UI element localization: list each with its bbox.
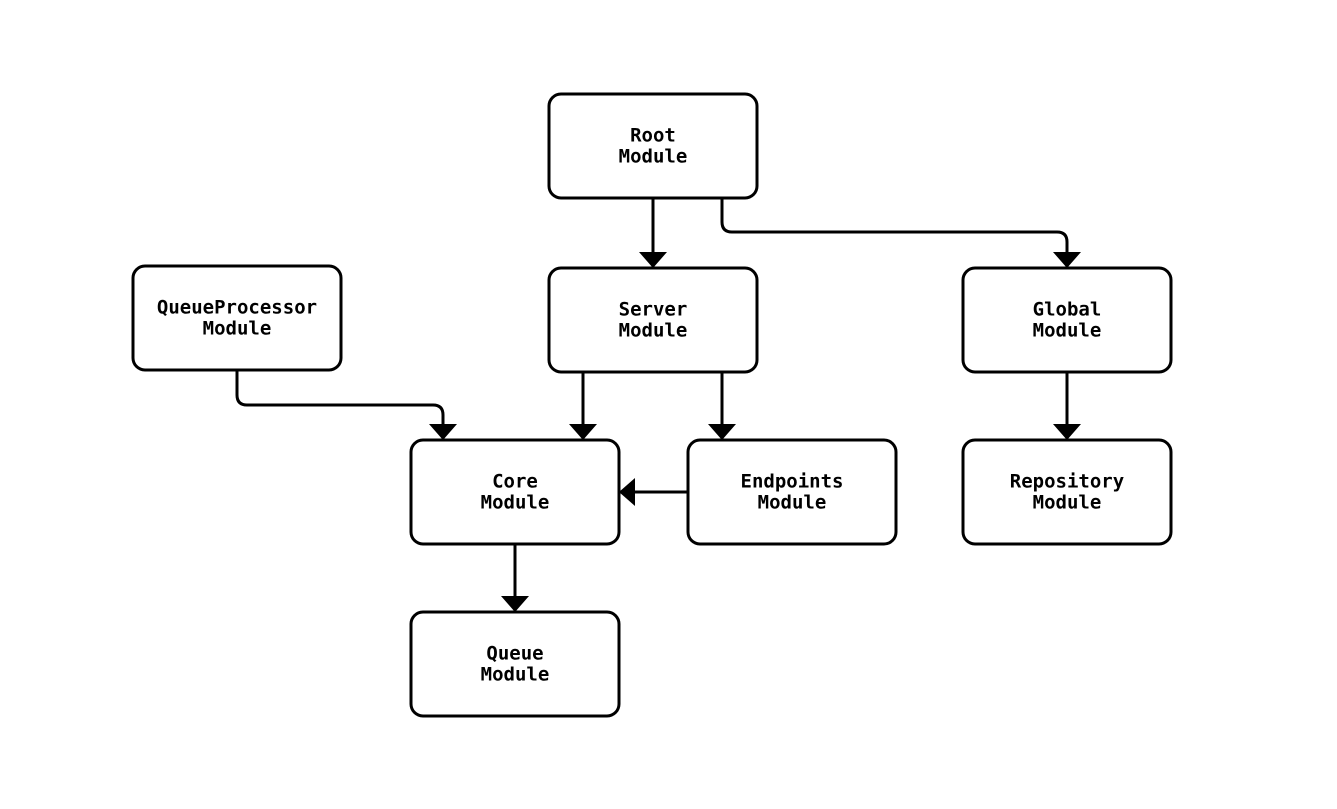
node-box-server-module	[547, 266, 759, 374]
node-box-queue-module	[409, 610, 621, 718]
node-box-queueprocessor-module	[131, 264, 343, 372]
node-box-global-module	[961, 266, 1173, 374]
edge-queueprocessor-to-core	[235, 370, 457, 440]
node-box-endpoints-module	[686, 438, 898, 546]
node-box-core-module	[409, 438, 621, 546]
node-box-root-module	[547, 92, 759, 200]
node-box-repository-module	[961, 438, 1173, 546]
edge-root-to-global	[720, 198, 1081, 268]
diagram-edges	[235, 198, 1081, 612]
